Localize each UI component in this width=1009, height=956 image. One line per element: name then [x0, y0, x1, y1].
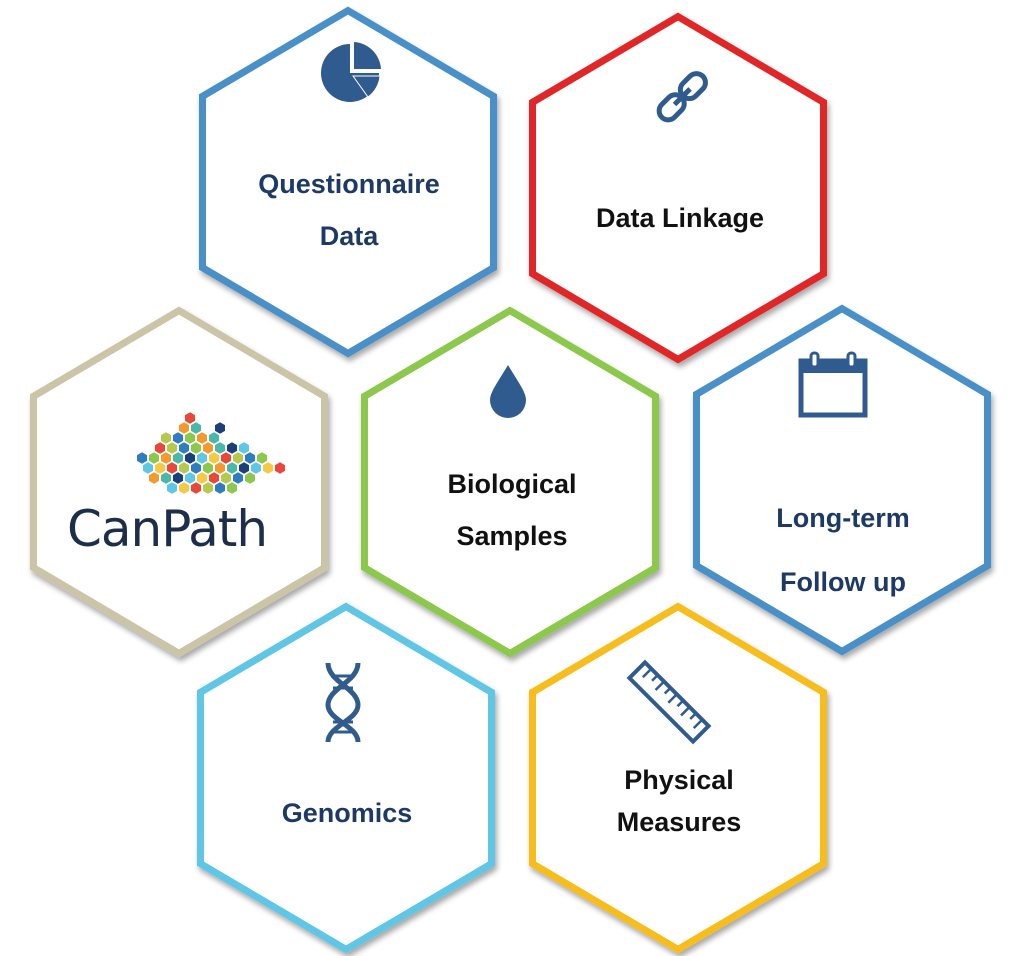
- hexagon-genomics: [197, 602, 495, 954]
- biological-label-1: Biological: [447, 469, 577, 499]
- data-linkage-label: Data Linkage: [595, 203, 765, 233]
- pie-chart-icon: [321, 42, 381, 102]
- drop-icon: [490, 365, 526, 418]
- hexagon-long-term: [693, 304, 991, 656]
- hexagon-questionnaire: [199, 6, 497, 358]
- link-icon: [656, 71, 708, 123]
- hexagon-biological: [361, 306, 659, 658]
- biological-label-2: Samples: [456, 521, 568, 551]
- hexagon-data-linkage: [529, 12, 827, 364]
- physical-label-2: Measures: [616, 807, 742, 837]
- calendar-icon: [798, 351, 868, 418]
- canpath-logo-text: CanPath: [67, 500, 268, 558]
- physical-label-1: Physical: [624, 765, 734, 795]
- questionnaire-label-1: Questionnaire: [258, 169, 440, 199]
- questionnaire-label-2: Data: [319, 221, 379, 251]
- dna-icon: [325, 662, 361, 743]
- long-term-label-2: Follow up: [780, 567, 906, 597]
- genomics-label: Genomics: [281, 798, 413, 828]
- ruler-icon: [626, 659, 712, 745]
- canpath-logo-cluster: [137, 412, 285, 494]
- hexagon-physical: [529, 602, 827, 954]
- long-term-label-1: Long-term: [776, 503, 910, 533]
